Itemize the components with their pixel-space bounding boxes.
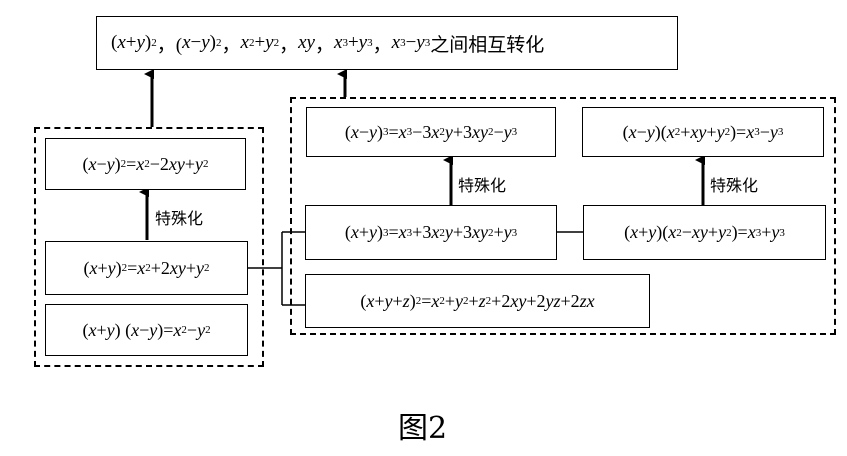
left-group-frame <box>34 127 264 367</box>
specialize-label-cube: 特殊化 <box>458 176 507 195</box>
right-group-frame <box>290 97 836 335</box>
specialize-label-cubes: 特殊化 <box>710 176 759 195</box>
specialize-label-left: 特殊化 <box>155 209 204 228</box>
figure-caption: 图2 <box>398 411 448 446</box>
